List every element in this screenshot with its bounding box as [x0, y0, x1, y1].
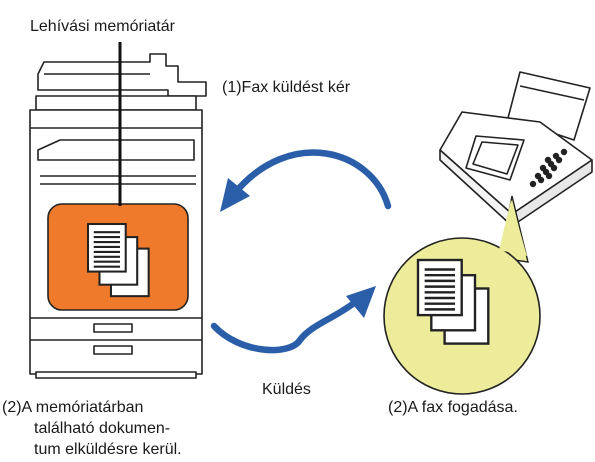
send-label: Küldés: [262, 381, 311, 398]
left-caption-line1: (2)A memóriatárban: [2, 399, 144, 416]
fax-machine-icon: [439, 71, 593, 227]
memory-title: Lehívási memóriatár: [30, 18, 175, 35]
left-caption-line3: tum elküldésre kerül.: [34, 441, 182, 458]
fax-keypad: [529, 148, 568, 188]
send-arrow: [210, 286, 376, 354]
right-caption: (2)A fax fogadása.: [388, 399, 518, 416]
left-caption-line2: található dokumen-: [34, 420, 171, 437]
request-label: (1)Fax küldést kér: [222, 79, 351, 96]
request-arrow: [220, 149, 392, 212]
